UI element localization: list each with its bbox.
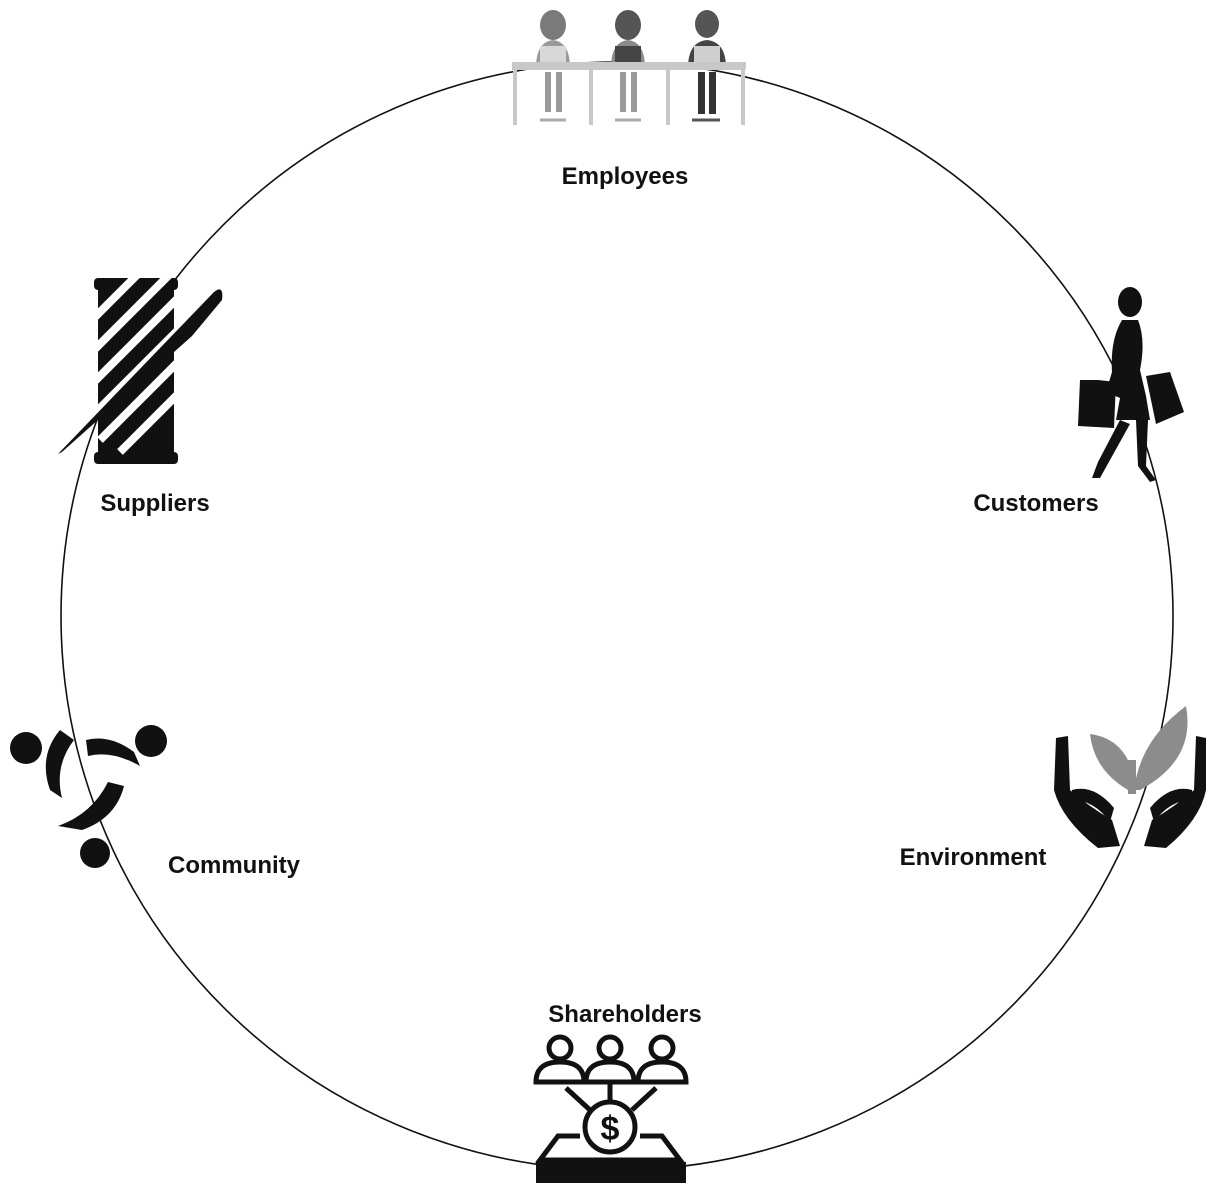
dollar-sign: $ <box>601 1110 620 1148</box>
label-employees: Employees <box>562 163 689 190</box>
label-community: Community <box>168 852 301 879</box>
shopping-woman-icon <box>1078 287 1184 482</box>
label-shareholders: Shareholders <box>548 1001 701 1028</box>
label-customers: Customers <box>973 490 1098 517</box>
label-suppliers: Suppliers <box>100 490 209 517</box>
community-circle-icon <box>10 725 167 868</box>
employees-at-desk-icon <box>512 10 746 125</box>
label-environment: Environment <box>900 844 1047 871</box>
shareholders-dollar-icon <box>533 1034 689 1183</box>
hands-with-plant-icon <box>1054 706 1206 848</box>
thread-spool-needle-icon <box>58 259 223 464</box>
